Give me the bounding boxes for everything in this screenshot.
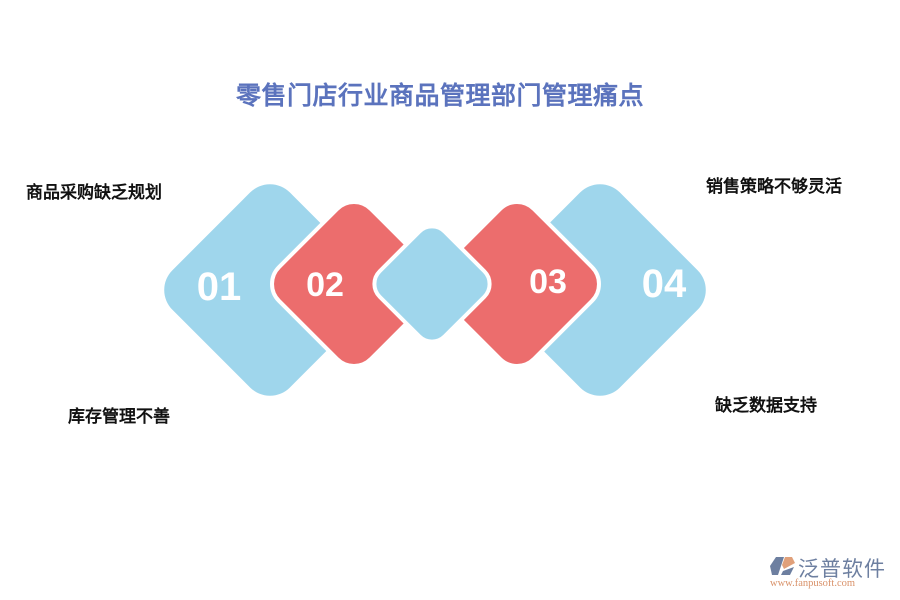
label-03: 缺乏数据支持 bbox=[715, 396, 817, 416]
label-02: 库存管理不善 bbox=[68, 407, 170, 427]
logo-name: 泛普软件 bbox=[798, 557, 886, 581]
number-03: 03 bbox=[529, 263, 567, 301]
logo-url: www.fanpusoft.com bbox=[770, 578, 856, 589]
diamond-02 bbox=[270, 200, 438, 368]
label-01: 商品采购缺乏规划 bbox=[26, 183, 162, 203]
fanpu-logo: 泛普软件 www.fanpusoft.com bbox=[768, 553, 893, 593]
logo-icon bbox=[770, 557, 795, 575]
page-title: 零售门店行业商品管理部门管理痛点 bbox=[235, 81, 644, 110]
number-04: 04 bbox=[642, 262, 687, 306]
number-02: 02 bbox=[306, 266, 344, 304]
diamond-center bbox=[372, 224, 492, 344]
number-01: 01 bbox=[197, 265, 242, 309]
label-04: 销售策略不够灵活 bbox=[706, 177, 842, 197]
diamond-03 bbox=[433, 200, 601, 368]
